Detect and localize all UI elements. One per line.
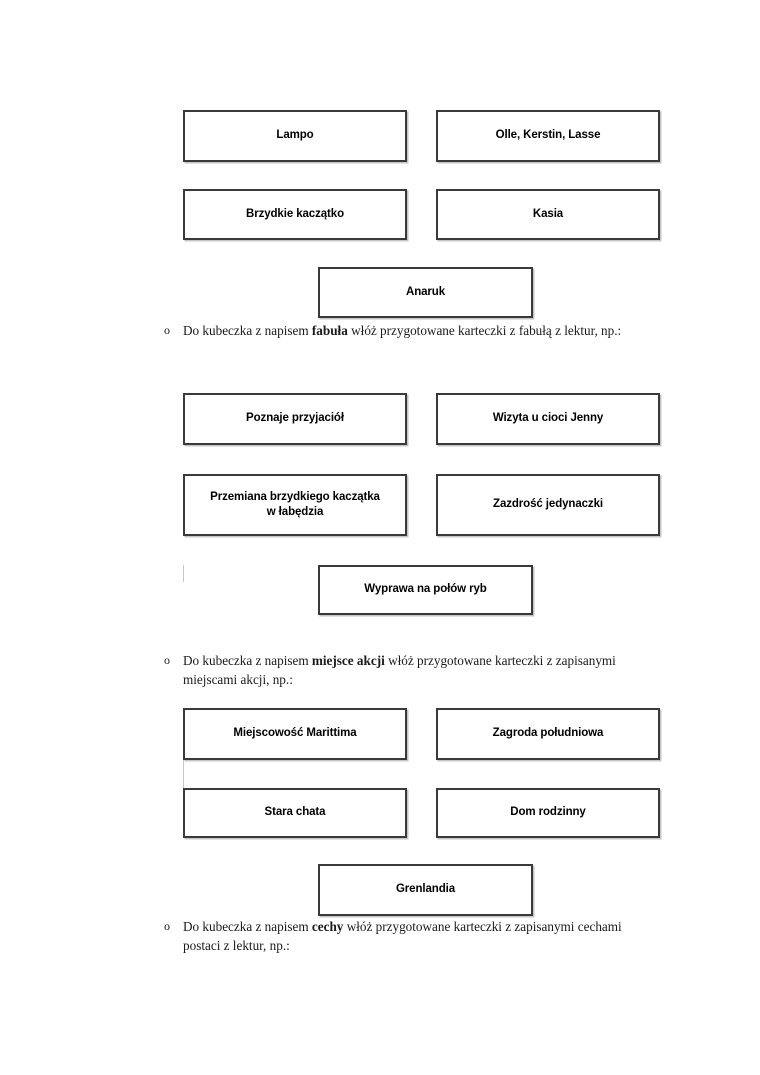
- paragraph-text: Do kubeczka z napisem cechy włóż przygot…: [183, 918, 654, 955]
- box-label: Olle, Kerstin, Lasse: [495, 129, 601, 142]
- box-label: Grenlandia: [395, 883, 456, 896]
- paragraph-text-before: Do kubeczka z napisem: [183, 653, 312, 668]
- box-label: Przemiana brzydkiego kaczątka w łabędzia: [210, 490, 380, 518]
- box-label: Wyprawa na połów ryb: [364, 583, 487, 596]
- text-box: Zazdrość jedynaczki: [436, 474, 660, 536]
- box-label: Zazdrość jedynaczki: [493, 498, 603, 511]
- list-bullet: o: [164, 653, 170, 667]
- text-box: Przemiana brzydkiego kaczątka w łabędzia: [183, 474, 407, 536]
- box-label: Anaruk: [405, 285, 446, 298]
- box-label: Dom rodzinny: [510, 806, 586, 819]
- instruction-paragraph: o Do kubeczka z napisem fabuła włóż przy…: [164, 322, 684, 341]
- text-box: Zagroda południowa: [436, 708, 660, 760]
- list-bullet: o: [164, 919, 170, 933]
- box-label: Lampo: [276, 129, 314, 142]
- box-label: Wizyta u cioci Jenny: [492, 412, 604, 425]
- text-box: Wizyta u cioci Jenny: [436, 393, 660, 445]
- paragraph-text-after: włóż przygotowane karteczki z fabułą z l…: [347, 323, 622, 338]
- scan-artifact-mark: [183, 565, 184, 582]
- text-box: Brzydkie kaczątko: [183, 189, 407, 240]
- text-box: Kasia: [436, 189, 660, 240]
- text-box: Poznaje przyjaciół: [183, 393, 407, 445]
- box-label: Zagroda południowa: [492, 727, 604, 740]
- box-label: Poznaje przyjaciół: [246, 412, 344, 425]
- instruction-paragraph: o Do kubeczka z napisem cechy włóż przyg…: [164, 918, 654, 955]
- box-label: Miejscowość Marittima: [233, 727, 357, 740]
- paragraph-text-after: włóż przygotowane karteczki z zapisanymi…: [183, 919, 622, 953]
- text-box: Lampo: [183, 110, 407, 162]
- text-box: Olle, Kerstin, Lasse: [436, 110, 660, 162]
- paragraph-text-before: Do kubeczka z napisem: [183, 323, 312, 338]
- box-label: Brzydkie kaczątko: [245, 207, 344, 220]
- scan-artifact-mark: [183, 760, 184, 788]
- text-box: Anaruk: [318, 267, 533, 318]
- paragraph-text-before: Do kubeczka z napisem: [183, 919, 312, 934]
- paragraph-keyword: cechy: [311, 919, 344, 934]
- paragraph-keyword: miejsce akcji: [311, 653, 385, 668]
- text-box: Wyprawa na połów ryb: [318, 565, 533, 615]
- paragraph-text: Do kubeczka z napisem fabuła włóż przygo…: [183, 322, 684, 341]
- text-box: Grenlandia: [318, 864, 533, 916]
- paragraph-text: Do kubeczka z napisem miejsce akcji włóż…: [183, 652, 634, 689]
- paragraph-text-after: włóż przygotowane karteczki z zapisanymi…: [183, 653, 616, 687]
- text-box: Stara chata: [183, 788, 407, 838]
- instruction-paragraph: o Do kubeczka z napisem miejsce akcji wł…: [164, 652, 634, 689]
- text-box: Dom rodzinny: [436, 788, 660, 838]
- box-label: Stara chata: [264, 806, 326, 819]
- list-bullet: o: [164, 323, 170, 337]
- paragraph-keyword: fabuła: [311, 323, 348, 338]
- text-box: Miejscowość Marittima: [183, 708, 407, 760]
- box-label: Kasia: [532, 207, 564, 220]
